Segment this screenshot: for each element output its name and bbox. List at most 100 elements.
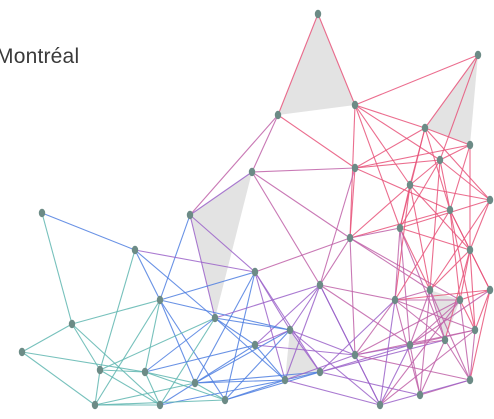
network-edge bbox=[444, 339, 471, 381]
network-node bbox=[466, 245, 474, 255]
network-edge bbox=[439, 159, 491, 201]
network-edge bbox=[251, 171, 351, 239]
network-edge bbox=[319, 284, 396, 301]
network-node bbox=[281, 375, 289, 385]
network-edge bbox=[349, 184, 411, 239]
network-edge bbox=[144, 299, 161, 373]
network-edge bbox=[159, 271, 256, 301]
network-edge bbox=[409, 299, 461, 346]
network-node bbox=[316, 367, 324, 377]
network-node bbox=[436, 155, 444, 165]
network-edge bbox=[289, 284, 321, 331]
network-node bbox=[131, 245, 139, 255]
network-edge bbox=[379, 329, 476, 406]
network-edge bbox=[379, 299, 461, 406]
network-edge bbox=[284, 379, 381, 406]
network-node bbox=[486, 195, 494, 205]
network-edge bbox=[399, 227, 431, 291]
network-edge bbox=[409, 289, 431, 346]
network-node bbox=[96, 365, 104, 375]
network-edge bbox=[99, 369, 161, 406]
network-edge bbox=[194, 379, 286, 384]
network-edge bbox=[71, 323, 101, 371]
network-edge bbox=[399, 199, 491, 229]
network-edge bbox=[319, 167, 356, 286]
network-edge bbox=[189, 214, 216, 319]
network-edge bbox=[394, 227, 401, 301]
network-edge bbox=[94, 299, 161, 406]
network-edge bbox=[214, 284, 321, 319]
network-edge bbox=[459, 289, 491, 301]
network-edge bbox=[254, 344, 356, 356]
network-edge bbox=[319, 371, 421, 396]
network-edge bbox=[409, 184, 431, 291]
network-node bbox=[416, 390, 424, 400]
network-edge bbox=[41, 212, 73, 325]
network-node bbox=[221, 395, 229, 405]
network-node bbox=[456, 295, 464, 305]
network-edge bbox=[379, 379, 471, 406]
network-edge bbox=[254, 237, 351, 273]
network-edge bbox=[354, 299, 396, 356]
network-edge bbox=[354, 104, 426, 129]
network-edge bbox=[254, 329, 291, 346]
network-edge bbox=[399, 227, 411, 346]
network-node bbox=[186, 210, 194, 220]
network-edge bbox=[459, 299, 471, 381]
network-edge bbox=[194, 371, 321, 384]
network-edge bbox=[189, 114, 279, 216]
network-edge bbox=[224, 371, 321, 401]
network-edge bbox=[319, 344, 411, 373]
network-node bbox=[316, 280, 324, 290]
network-node bbox=[248, 167, 256, 177]
network-edge bbox=[429, 199, 491, 291]
network-edge bbox=[419, 339, 446, 396]
network-edge bbox=[429, 249, 471, 291]
network-edge bbox=[349, 167, 356, 239]
network-node bbox=[251, 340, 259, 350]
network-edge bbox=[399, 227, 471, 251]
network-edge bbox=[459, 299, 476, 331]
network-edge bbox=[319, 339, 446, 373]
network-edge bbox=[394, 209, 451, 301]
network-edge bbox=[349, 237, 461, 301]
network-edge bbox=[159, 379, 286, 406]
network-edge bbox=[449, 209, 461, 301]
network-edge bbox=[424, 54, 479, 129]
network-node bbox=[68, 319, 76, 329]
network-edge bbox=[469, 289, 491, 381]
network-node bbox=[466, 140, 474, 150]
network-edge bbox=[194, 382, 226, 401]
network-edge bbox=[144, 344, 256, 373]
network-node bbox=[421, 123, 429, 133]
network-edge bbox=[469, 199, 491, 251]
network-edge bbox=[349, 104, 356, 239]
network-edge bbox=[379, 344, 411, 406]
network-edge bbox=[354, 144, 471, 169]
network-edge bbox=[277, 13, 319, 116]
network-node bbox=[426, 285, 434, 295]
network-edge bbox=[189, 214, 256, 273]
network-edge bbox=[469, 329, 476, 381]
network-edge bbox=[214, 317, 286, 381]
network-edge bbox=[144, 371, 161, 406]
network-edge bbox=[354, 104, 401, 229]
network-edge bbox=[159, 299, 196, 384]
network-node bbox=[406, 340, 414, 350]
network-edge bbox=[354, 354, 381, 406]
network-edge bbox=[99, 369, 146, 373]
network-edge bbox=[144, 371, 196, 384]
network-node bbox=[376, 400, 384, 410]
network-edge bbox=[354, 167, 451, 211]
network-edge bbox=[394, 184, 411, 301]
network-edge bbox=[349, 227, 401, 239]
network-edge bbox=[251, 167, 356, 173]
network-node bbox=[391, 295, 399, 305]
network-edge bbox=[317, 13, 356, 106]
network-edge bbox=[349, 237, 356, 356]
network-node bbox=[471, 325, 479, 335]
network-facet bbox=[425, 55, 478, 145]
network-edge bbox=[429, 289, 446, 341]
